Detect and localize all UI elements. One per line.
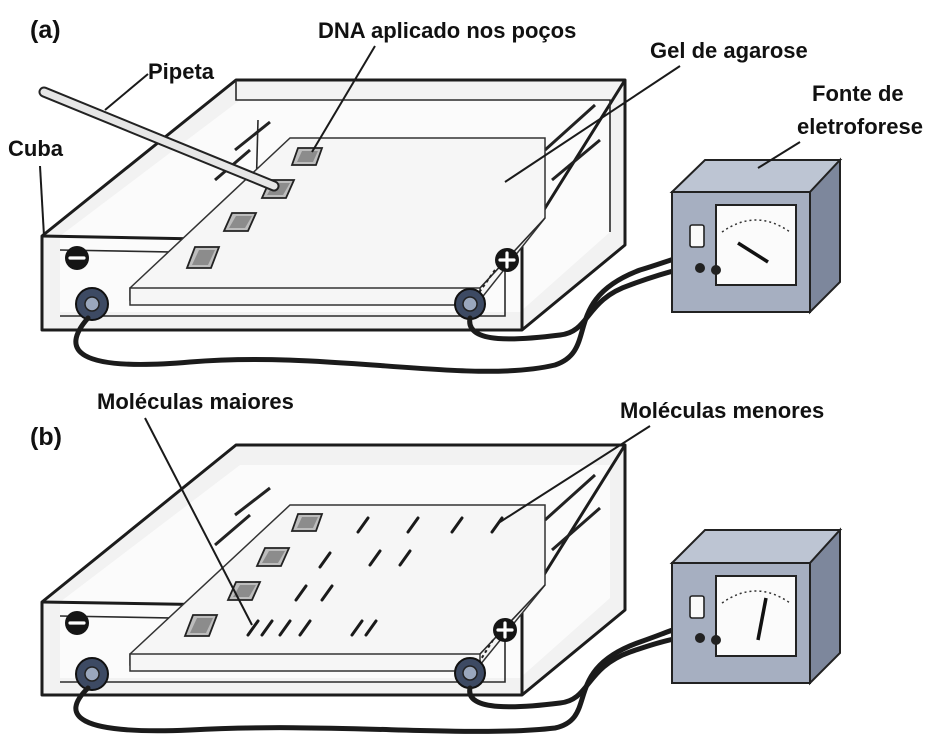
power-supply xyxy=(669,527,843,686)
dna-wells-leader xyxy=(311,45,376,153)
smaller-molecules-leader xyxy=(499,425,651,523)
dna-band xyxy=(364,619,378,637)
dna-band xyxy=(246,619,260,637)
dna-wells-label: DNA aplicado nos poços xyxy=(318,18,576,43)
panel-b-label: (b) xyxy=(30,423,62,451)
well xyxy=(290,147,324,166)
meter-needle xyxy=(756,597,768,641)
power-supply-label-line2: eletroforese xyxy=(797,114,923,139)
negative-electrode xyxy=(65,246,109,321)
dna-band xyxy=(294,584,308,602)
dna-band xyxy=(278,619,292,637)
dna-band xyxy=(406,516,420,534)
dna-band xyxy=(260,619,274,637)
dna-band xyxy=(356,516,370,534)
well xyxy=(255,547,291,567)
well xyxy=(185,246,221,269)
panel-b: (b) xyxy=(30,389,843,734)
cables xyxy=(73,623,703,734)
dna-band xyxy=(368,549,382,567)
agarose-gel xyxy=(129,504,546,672)
meter-needle xyxy=(737,241,769,264)
pipette-leader xyxy=(104,73,149,111)
larger-molecules-leader xyxy=(144,417,253,626)
tank-leader xyxy=(39,165,45,237)
dna-band xyxy=(298,619,312,637)
tank-label: Cuba xyxy=(8,136,64,161)
power-supply-leader xyxy=(757,141,801,169)
pipette-label: Pipeta xyxy=(148,59,215,84)
gel-leader xyxy=(504,65,681,183)
panel-a-label: (a) xyxy=(30,16,61,44)
power-supply-label-line1: Fonte de xyxy=(812,81,904,106)
dna-band xyxy=(318,551,332,569)
meter-display xyxy=(715,204,797,286)
agarose-gel xyxy=(129,137,546,306)
well xyxy=(290,513,324,532)
gel-wells xyxy=(183,513,324,637)
well xyxy=(183,614,219,637)
dna-band xyxy=(398,549,412,567)
dna-band xyxy=(320,584,334,602)
gel-wells xyxy=(185,147,324,269)
positive-electrode xyxy=(454,248,519,320)
terminal-right xyxy=(711,635,721,645)
terminal-left xyxy=(695,633,705,643)
dna-bands xyxy=(246,516,504,637)
dna-band xyxy=(350,619,364,637)
pipette xyxy=(38,86,280,192)
negative-electrode xyxy=(65,611,109,691)
meter-display xyxy=(715,575,797,657)
power-switch xyxy=(689,224,705,248)
well xyxy=(222,212,258,232)
power-supply xyxy=(669,157,843,315)
cables xyxy=(73,253,703,374)
terminal-left xyxy=(695,263,705,273)
smaller-molecules-label: Moléculas menores xyxy=(620,398,824,423)
terminal-right xyxy=(711,265,721,275)
gel-label: Gel de agarose xyxy=(650,38,808,63)
panel-a: (a) xyxy=(8,16,923,374)
dna-band xyxy=(450,516,464,534)
larger-molecules-label: Moléculas maiores xyxy=(97,389,294,414)
power-switch xyxy=(689,595,705,619)
positive-electrode xyxy=(454,618,517,689)
dna-band xyxy=(490,516,504,534)
